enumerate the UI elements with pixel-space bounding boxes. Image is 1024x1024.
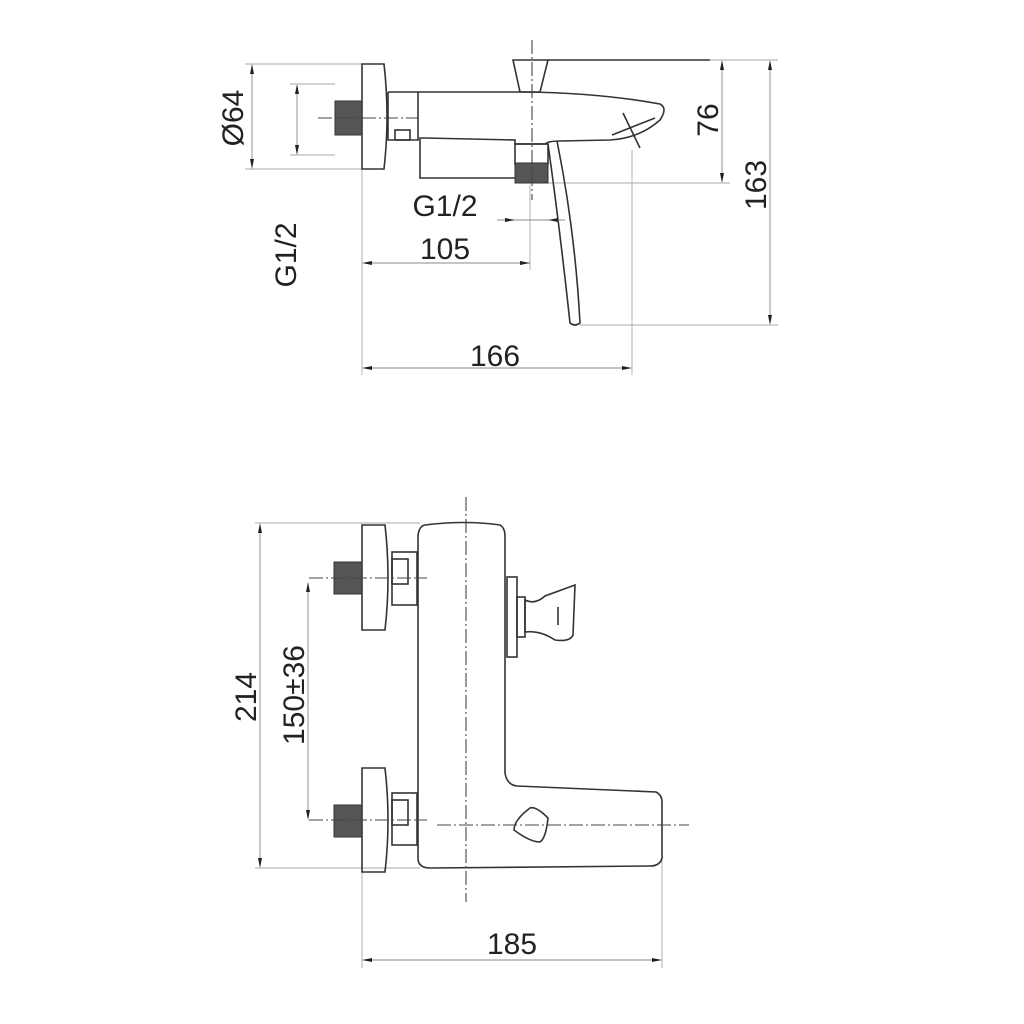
dimension-lines — [258, 523, 662, 962]
front-view: 214 150±36 185 — [230, 497, 689, 968]
extension-lines — [255, 522, 663, 968]
mixer-body-front — [417, 521, 663, 869]
dim-spout-height: 76 — [692, 103, 725, 136]
dim-height: 214 — [230, 672, 263, 722]
extension-lines — [245, 59, 778, 375]
dim-flange-diameter: Ø64 — [217, 90, 250, 147]
dimension-lines — [250, 60, 772, 370]
dim-inlet-spacing: 150±36 — [278, 645, 311, 745]
bottom-wall-flange — [361, 767, 389, 873]
spout-knob — [513, 806, 549, 843]
dim-total-height: 163 — [740, 160, 773, 210]
dim-inlet-thread: G1/2 — [270, 222, 303, 287]
wall-flange — [361, 63, 388, 170]
dim-width: 185 — [487, 928, 537, 961]
dim-outlet-thread: G1/2 — [412, 190, 477, 223]
lever-handle — [547, 140, 581, 326]
dim-total-depth: 166 — [470, 340, 520, 373]
diverter-handle — [506, 576, 576, 658]
mixer-body — [388, 91, 665, 179]
dim-outlet-distance: 105 — [420, 233, 470, 266]
diverter-knob — [512, 59, 550, 93]
side-view: Ø64 G1/2 76 163 G1/2 105 166 — [217, 40, 778, 375]
top-wall-flange — [361, 524, 389, 631]
bottom-thread-nut — [333, 804, 363, 838]
